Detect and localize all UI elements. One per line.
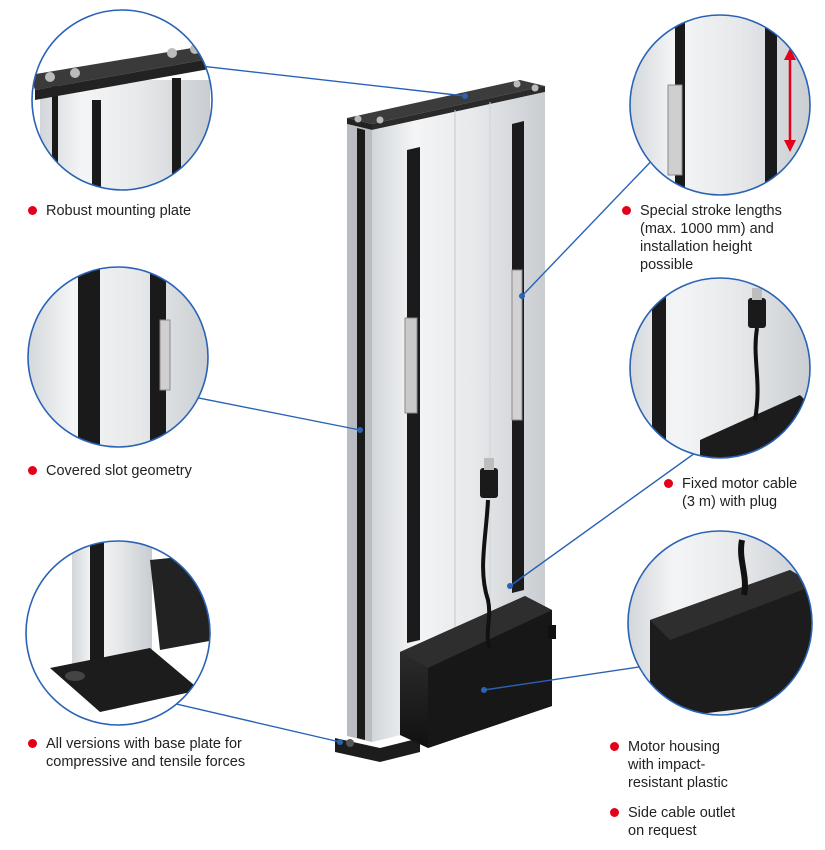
red-dot-icon <box>622 206 631 215</box>
callout-text: Robust mounting plate <box>46 203 192 219</box>
red-dot-icon <box>610 742 619 751</box>
callout-mounting-plate: Robust mounting plate <box>28 202 191 220</box>
top-mounting-plate <box>347 80 545 124</box>
callout-motor-cable: Fixed motor cable (3 m) with plug <box>664 475 797 511</box>
callout-text: Fixed motor cable (3 m) with plug <box>682 476 798 510</box>
plug-icon <box>480 458 498 498</box>
red-dot-icon <box>28 466 37 475</box>
lifting-column <box>335 80 556 762</box>
callout-base-plate: All versions with base plate for compres… <box>28 735 245 771</box>
detail-circle-stroke-lengths <box>629 14 811 196</box>
callout-text: All versions with base plate for compres… <box>46 736 246 770</box>
detail-circle-motor-cable <box>629 277 811 459</box>
red-dot-icon <box>28 739 37 748</box>
callout-motor-housing: Motor housing with impact- resistant pla… <box>610 738 728 792</box>
detail-circle-motor-housing <box>627 530 813 716</box>
detail-circle-slot-geometry <box>27 266 209 448</box>
callout-cable-outlet: Side cable outlet on request <box>610 804 735 840</box>
base-plate <box>335 738 420 762</box>
red-dot-icon <box>28 206 37 215</box>
callout-text: Covered slot geometry <box>46 463 192 479</box>
red-dot-icon <box>664 479 673 488</box>
callout-text: Special stroke lengths (max. 1000 mm) an… <box>640 203 782 273</box>
motor-cable <box>481 499 492 649</box>
detail-circle-base-plate <box>25 540 211 726</box>
red-dot-icon <box>610 808 619 817</box>
callout-stroke-lengths: Special stroke lengths (max. 1000 mm) an… <box>622 202 782 274</box>
callout-slot-geometry: Covered slot geometry <box>28 462 192 480</box>
detail-circle-mounting-plate <box>31 9 213 191</box>
callout-text: Side cable outlet on request <box>628 805 736 839</box>
callout-text: Motor housing with impact- resistant pla… <box>628 739 728 791</box>
